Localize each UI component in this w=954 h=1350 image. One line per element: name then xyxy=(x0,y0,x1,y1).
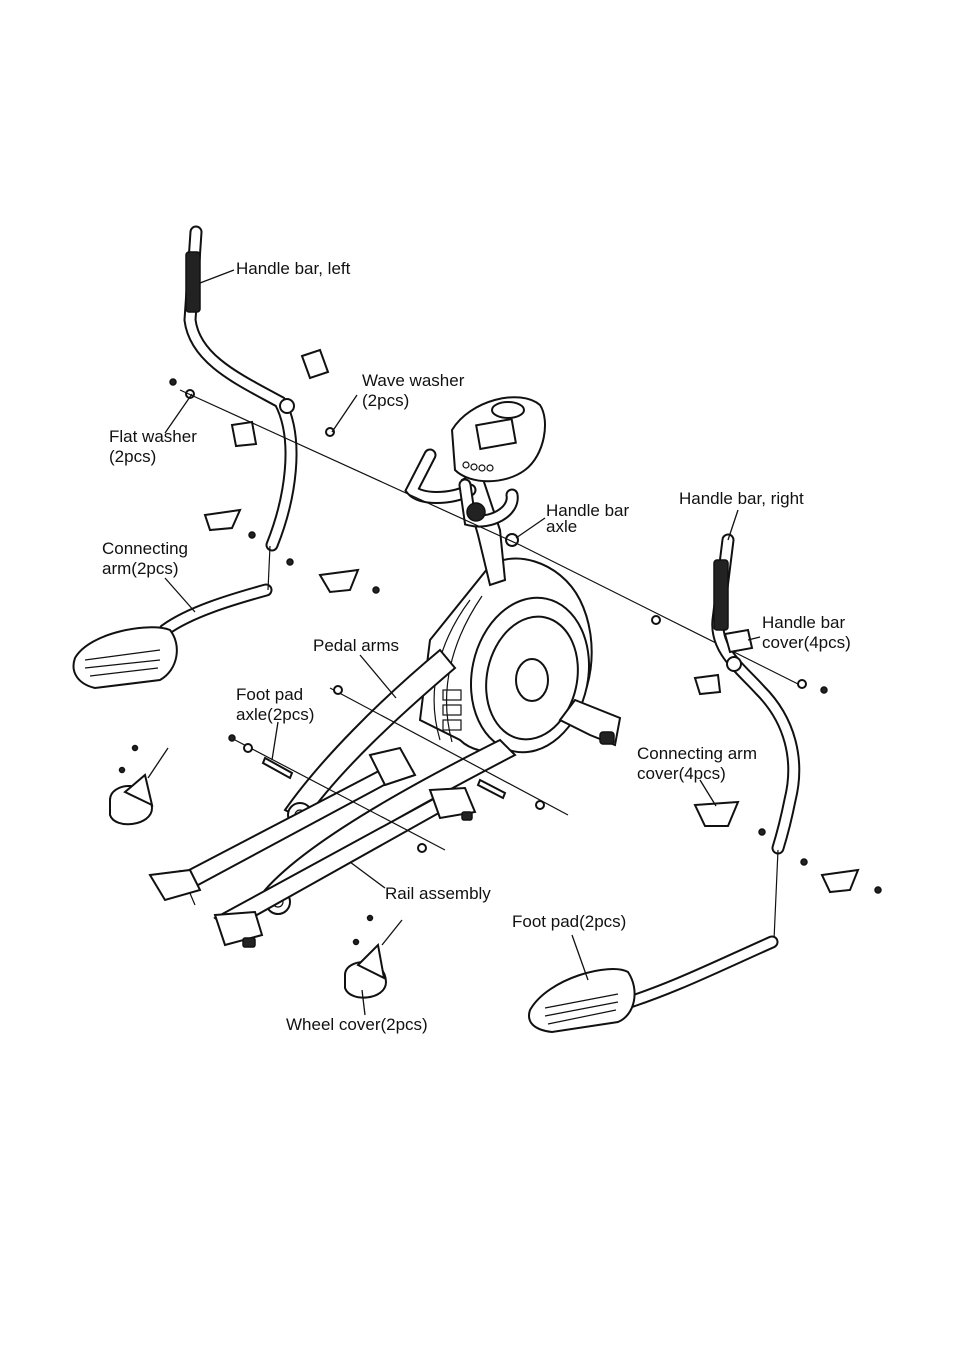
label-flat-washer: Flat washer (2pcs) xyxy=(109,427,197,467)
label-connecting-arm: Connecting arm(2pcs) xyxy=(102,539,188,579)
label-flat-washer-line2: (2pcs) xyxy=(109,447,157,466)
leader-pedal-arms xyxy=(359,654,397,699)
main-frame xyxy=(418,557,622,754)
leader-wave-washer xyxy=(331,394,358,433)
label-handle-bar-left: Handle bar, left xyxy=(236,259,351,278)
label-foot-pad-axle-line2: axle(2pcs) xyxy=(236,705,315,724)
label-connecting-arm-cover-line1: Connecting arm xyxy=(637,744,758,763)
axle-line xyxy=(179,389,801,686)
label-wave-washer-line2: (2pcs) xyxy=(362,391,410,410)
right-handle-bar xyxy=(651,533,828,855)
left-foot-pad-axle xyxy=(228,734,446,853)
leader-handle-bar-right xyxy=(727,509,739,541)
right-foot-pad-axle xyxy=(329,685,569,816)
label-handle-bar-cover: Handle bar cover(4pcs) xyxy=(762,613,851,653)
right-connecting-arm xyxy=(528,800,882,1034)
label-handle-bar-axle-line2: axle xyxy=(546,517,578,536)
leader-lines xyxy=(147,269,761,1016)
leader-foot-pad-axle xyxy=(271,721,279,761)
left-connecting-arm xyxy=(72,508,380,690)
leader-handle-bar-axle xyxy=(515,517,546,539)
label-foot-pad: Foot pad(2pcs) xyxy=(512,912,627,931)
label-foot-pad-axle-line1: Foot pad xyxy=(236,685,304,704)
wheel-covers xyxy=(109,744,388,999)
console xyxy=(404,396,546,587)
rail-assembly xyxy=(148,746,477,948)
label-handle-bar-axle: Handle bar axle xyxy=(546,501,629,537)
leader-connecting-arm-cover xyxy=(699,779,717,807)
label-wave-washer-line1: Wave washer xyxy=(362,371,465,390)
label-handle-bar-cover-line2: cover(4pcs) xyxy=(762,633,851,652)
label-handle-bar-right: Handle bar, right xyxy=(679,489,804,508)
label-wave-washer: Wave washer (2pcs) xyxy=(362,371,464,411)
label-handle-bar-axle-line1: Handle bar xyxy=(546,501,630,520)
label-rail-assembly: Rail assembly xyxy=(385,884,491,903)
leader-foot-pad xyxy=(571,934,589,981)
leader-rail-assembly xyxy=(349,861,386,889)
label-connecting-arm-line1: Connecting xyxy=(102,539,189,558)
label-wheel-cover: Wheel cover(2pcs) xyxy=(286,1015,428,1034)
label-connecting-arm-line2: arm(2pcs) xyxy=(102,559,179,578)
label-connecting-arm-cover: Connecting arm cover(4pcs) xyxy=(637,744,757,784)
label-handle-bar-cover-line1: Handle bar xyxy=(762,613,846,632)
label-flat-washer-line1: Flat washer xyxy=(109,427,197,446)
leader-handle-bar-cover xyxy=(747,636,761,641)
label-pedal-arms: Pedal arms xyxy=(313,636,399,655)
label-foot-pad-axle: Foot pad axle(2pcs) xyxy=(236,685,314,725)
leader-flat-washer xyxy=(164,393,193,434)
leader-handle-bar-left xyxy=(199,269,235,284)
leader-wheel-cover xyxy=(361,989,366,1016)
label-connecting-arm-cover-line2: cover(4pcs) xyxy=(637,764,726,783)
left-handle-bar xyxy=(169,225,335,552)
leader-connecting-arm xyxy=(164,577,196,613)
